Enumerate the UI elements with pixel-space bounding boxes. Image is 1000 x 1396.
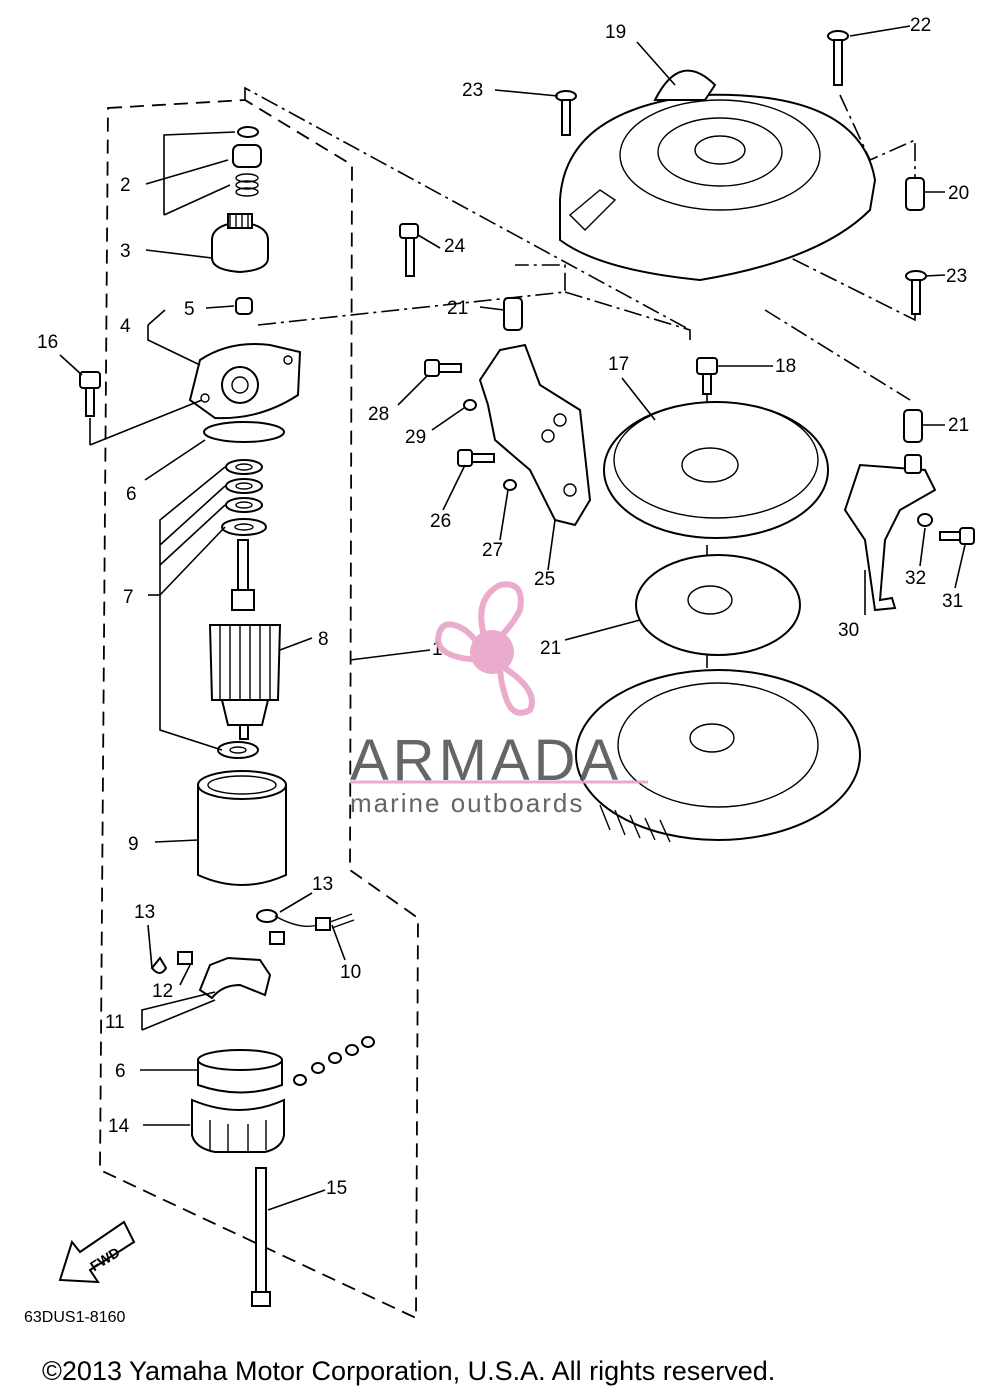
callout-29: 29 bbox=[405, 427, 426, 448]
fwd-arrow-icon: FWD bbox=[58, 1220, 136, 1284]
pinion-drive-part bbox=[211, 213, 269, 274]
callout-23b: 23 bbox=[946, 266, 967, 287]
callout-2: 2 bbox=[120, 175, 131, 196]
bushing-part bbox=[235, 297, 253, 315]
callout-18: 21 bbox=[540, 638, 561, 659]
alignment-line bbox=[839, 94, 916, 180]
callout-1: 1 bbox=[432, 639, 443, 660]
callout-32: 32 bbox=[905, 568, 926, 589]
callout-24: 24 bbox=[444, 236, 466, 257]
callout-31: 31 bbox=[942, 591, 963, 612]
circlip-part bbox=[237, 126, 259, 138]
bolt-19-part bbox=[696, 357, 718, 395]
callout-27: 27 bbox=[482, 540, 503, 561]
bolt-26-part bbox=[457, 449, 495, 467]
callout-7: 7 bbox=[123, 587, 134, 608]
alignment-line bbox=[257, 264, 566, 326]
diagram-code: 63DUS1-8160 bbox=[24, 1309, 126, 1326]
callout-5: 5 bbox=[184, 299, 195, 320]
rear-cover-part bbox=[191, 1049, 285, 1153]
screw-23-part bbox=[905, 270, 927, 315]
flywheel-cover-part bbox=[559, 69, 877, 282]
callout-9: 9 bbox=[128, 834, 139, 855]
watermark-tagline: marine outboards bbox=[350, 788, 584, 818]
callout-21b: 21 bbox=[447, 298, 468, 319]
alignment-line bbox=[764, 309, 911, 401]
callout-30: 30 bbox=[838, 620, 859, 641]
disc-18-part bbox=[635, 554, 801, 656]
washer-27-part bbox=[503, 479, 517, 491]
collar-21-part bbox=[905, 177, 925, 211]
callout-20: 19 bbox=[605, 22, 626, 43]
callout-3: 3 bbox=[120, 241, 131, 262]
callout-26: 26 bbox=[430, 511, 451, 532]
bolt-16-part bbox=[79, 371, 101, 417]
copyright-notice: ©2013 Yamaha Motor Corporation, U.S.A. A… bbox=[42, 1356, 775, 1386]
armada-watermark: ARMADA marine outboards bbox=[350, 581, 648, 818]
armature-part bbox=[208, 539, 282, 740]
callout-11: 11 bbox=[105, 1012, 125, 1033]
flywheel-part bbox=[575, 669, 861, 843]
bracket-30-part bbox=[843, 454, 937, 612]
callout-14: 14 bbox=[108, 1116, 130, 1137]
callout-25: 25 bbox=[534, 569, 555, 590]
callout-19: 18 bbox=[775, 356, 796, 377]
callout-23: 23 bbox=[462, 80, 483, 101]
plate-17-part bbox=[603, 401, 829, 539]
callout-12: 12 bbox=[152, 981, 173, 1002]
washer-32-part bbox=[917, 513, 933, 527]
front-bracket-part bbox=[188, 343, 302, 420]
callout-4: 4 bbox=[120, 316, 131, 337]
yoke-part bbox=[197, 770, 287, 886]
through-bolt-part bbox=[251, 1167, 271, 1307]
callout-21c: 21 bbox=[948, 415, 969, 436]
callout-8: 8 bbox=[318, 629, 329, 650]
leader-lines bbox=[59, 25, 966, 1211]
bolt-28-part bbox=[424, 359, 462, 377]
washer-stack-part bbox=[217, 459, 267, 759]
alignment-line bbox=[564, 291, 691, 340]
callout-21: 20 bbox=[948, 183, 969, 204]
callout-16: 16 bbox=[37, 332, 58, 353]
bracket-25-part bbox=[478, 343, 592, 527]
callout-22: 22 bbox=[910, 15, 931, 36]
bolt-31-part bbox=[939, 527, 975, 545]
screw-22-part bbox=[827, 30, 849, 86]
washer-29-part bbox=[463, 399, 477, 411]
collar-part bbox=[232, 144, 262, 168]
washer-nut-set-part bbox=[293, 1036, 375, 1086]
callout-6b: 6 bbox=[115, 1061, 126, 1082]
bolt-24-part bbox=[399, 223, 419, 277]
brush-holder-part bbox=[150, 909, 355, 1000]
assembly-boundary bbox=[99, 99, 419, 1320]
collar-21-part bbox=[903, 409, 923, 443]
callout-17: 17 bbox=[608, 354, 629, 375]
callout-labels: 2 3 5 4 16 6 7 8 9 13 13 10 12 11 6 14 1… bbox=[37, 15, 969, 1199]
o-ring-part bbox=[203, 421, 285, 443]
collar-21-part bbox=[503, 297, 523, 331]
callout-13b: 13 bbox=[134, 902, 155, 923]
callout-13: 13 bbox=[312, 874, 333, 895]
spring-part bbox=[235, 173, 259, 197]
callout-28: 28 bbox=[368, 404, 389, 425]
alignment-line bbox=[244, 86, 691, 331]
screw-23-part bbox=[555, 90, 577, 136]
propeller-logo-icon bbox=[434, 581, 535, 716]
callout-6: 6 bbox=[126, 484, 137, 505]
callout-15: 15 bbox=[326, 1178, 347, 1199]
alignment-line bbox=[764, 244, 916, 322]
callout-10: 10 bbox=[340, 962, 361, 983]
